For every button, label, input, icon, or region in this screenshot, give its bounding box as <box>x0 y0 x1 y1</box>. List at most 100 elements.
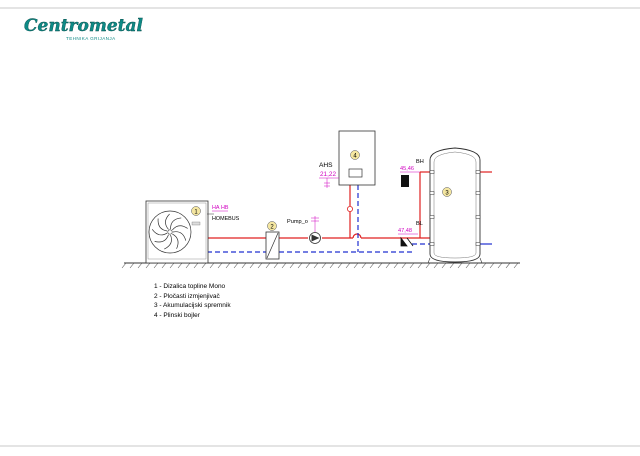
storage-tank-number-badge <box>442 187 452 197</box>
ground-hatch <box>457 262 463 269</box>
legend-item-gas-boiler: 4 - Plinski bojler <box>154 311 200 319</box>
tank-port <box>475 242 481 246</box>
ground-hatch <box>129 262 135 269</box>
fan-blade <box>172 231 187 241</box>
ground-hatch <box>401 262 407 269</box>
circulation-pump: Pump_o <box>287 216 321 244</box>
gas-boiler-label: AHS <box>319 162 333 169</box>
fan-blade <box>164 234 172 250</box>
tank-port <box>429 170 435 174</box>
fan-blade <box>172 225 188 231</box>
tank-port <box>475 170 481 174</box>
top-sensor-label: BH <box>416 159 424 165</box>
storage-tank: 3 <box>427 147 483 264</box>
ground-hatch <box>193 262 199 269</box>
tank-port <box>429 215 435 219</box>
ground-hatch <box>121 262 127 269</box>
fan-blade <box>157 218 168 232</box>
ground-hatch <box>185 262 191 269</box>
ground-hatch <box>289 262 295 269</box>
fan-blade <box>165 213 170 230</box>
component-legend: 1 - Dizalica topline Mono 2 - Pločasti i… <box>154 282 231 320</box>
ground-hatch <box>161 262 167 269</box>
tank-port <box>475 191 481 195</box>
homebus-label: HOMEBUS <box>212 216 240 222</box>
plate-heat-exchanger: 2 <box>265 221 280 260</box>
fan-blade <box>170 217 182 230</box>
ground-hatch <box>433 262 439 269</box>
ground-hatch <box>417 262 423 269</box>
ground-hatch <box>153 262 159 269</box>
heat-exchanger-number: 2 <box>270 224 274 230</box>
ground-hatch <box>169 262 175 269</box>
bottom-sensor-label: BL <box>416 221 423 227</box>
ground-hatch <box>137 262 143 269</box>
heat-pump-number-badge <box>191 206 201 216</box>
pump-label: Pump_o <box>287 219 308 225</box>
ground-hatch <box>297 262 303 269</box>
legend-item-heat-pump: 1 - Dizalica topline Mono <box>154 283 226 290</box>
ground-hatch <box>233 262 239 269</box>
ground-line <box>121 262 520 269</box>
ground-hatch <box>505 262 511 269</box>
ground-hatch <box>177 262 183 269</box>
ground-hatch <box>241 262 247 269</box>
ground-hatch <box>281 262 287 269</box>
legend-item-heat-exchanger: 2 - Pločasti izmjenjivač <box>154 292 220 300</box>
ground-hatch <box>353 262 359 269</box>
ground-hatch <box>385 262 391 269</box>
logo-tagline: TEHNIKA GRIJANJA <box>66 36 116 41</box>
fan-blade <box>151 229 168 236</box>
ground-hatch <box>481 262 487 269</box>
heat-pump-tag-hb: HB <box>221 205 229 211</box>
control-box-icon <box>401 175 409 187</box>
heat-pump-unit: 1 <box>145 200 209 264</box>
ground-hatch <box>313 262 319 269</box>
ground-hatch <box>361 262 367 269</box>
ground-hatch <box>393 262 399 269</box>
ground-hatch <box>329 262 335 269</box>
tank-port <box>429 191 435 195</box>
ground-hatch <box>449 262 455 269</box>
ground-hatch <box>425 262 431 269</box>
heat-pump-tag-ha: HA <box>212 205 220 211</box>
ground-hatch <box>465 262 471 269</box>
ground-hatch <box>273 262 279 269</box>
valve-icon <box>346 205 353 212</box>
heat-exchanger-number-badge <box>267 221 277 231</box>
ground-hatch <box>489 262 495 269</box>
company-logo: Centrometal TEHNIKA GRIJANJA <box>24 16 144 41</box>
ground-hatch <box>473 262 479 269</box>
ground-hatch <box>225 262 231 269</box>
ground-hatch <box>201 262 207 269</box>
fan-blade <box>154 234 169 243</box>
ground-hatch <box>497 262 503 269</box>
gas-boiler: 4 <box>338 130 376 186</box>
ground-hatch <box>513 262 519 269</box>
logo-brand: Centrometal <box>24 16 144 36</box>
ground-hatch <box>249 262 255 269</box>
top-sensor-terminals: 45,46 <box>400 166 414 172</box>
ground-hatch <box>441 262 447 269</box>
tank-port <box>429 242 435 246</box>
legend-item-storage-tank: 3 - Akumulacijski spremnik <box>154 302 231 310</box>
ground-hatch <box>265 262 271 269</box>
tank-port <box>475 215 481 219</box>
ground-hatch <box>217 262 223 269</box>
ground-hatch <box>377 262 383 269</box>
gas-boiler-terminals: 21,22 <box>320 171 336 178</box>
return-pipe <box>207 185 432 253</box>
ground-hatch <box>369 262 375 269</box>
gas-boiler-number-badge <box>350 150 360 160</box>
storage-tank-number: 3 <box>445 190 449 196</box>
gas-boiler-number: 4 <box>353 153 357 159</box>
ground-hatch <box>145 262 151 269</box>
bottom-sensor-terminals: 47,48 <box>398 228 412 234</box>
ground-hatch <box>409 262 415 269</box>
three-way-valve-icon <box>400 236 414 247</box>
ground-hatch <box>305 262 311 269</box>
fan-blade <box>172 233 179 249</box>
ground-hatch <box>337 262 343 269</box>
heat-pump-number: 1 <box>194 209 198 215</box>
